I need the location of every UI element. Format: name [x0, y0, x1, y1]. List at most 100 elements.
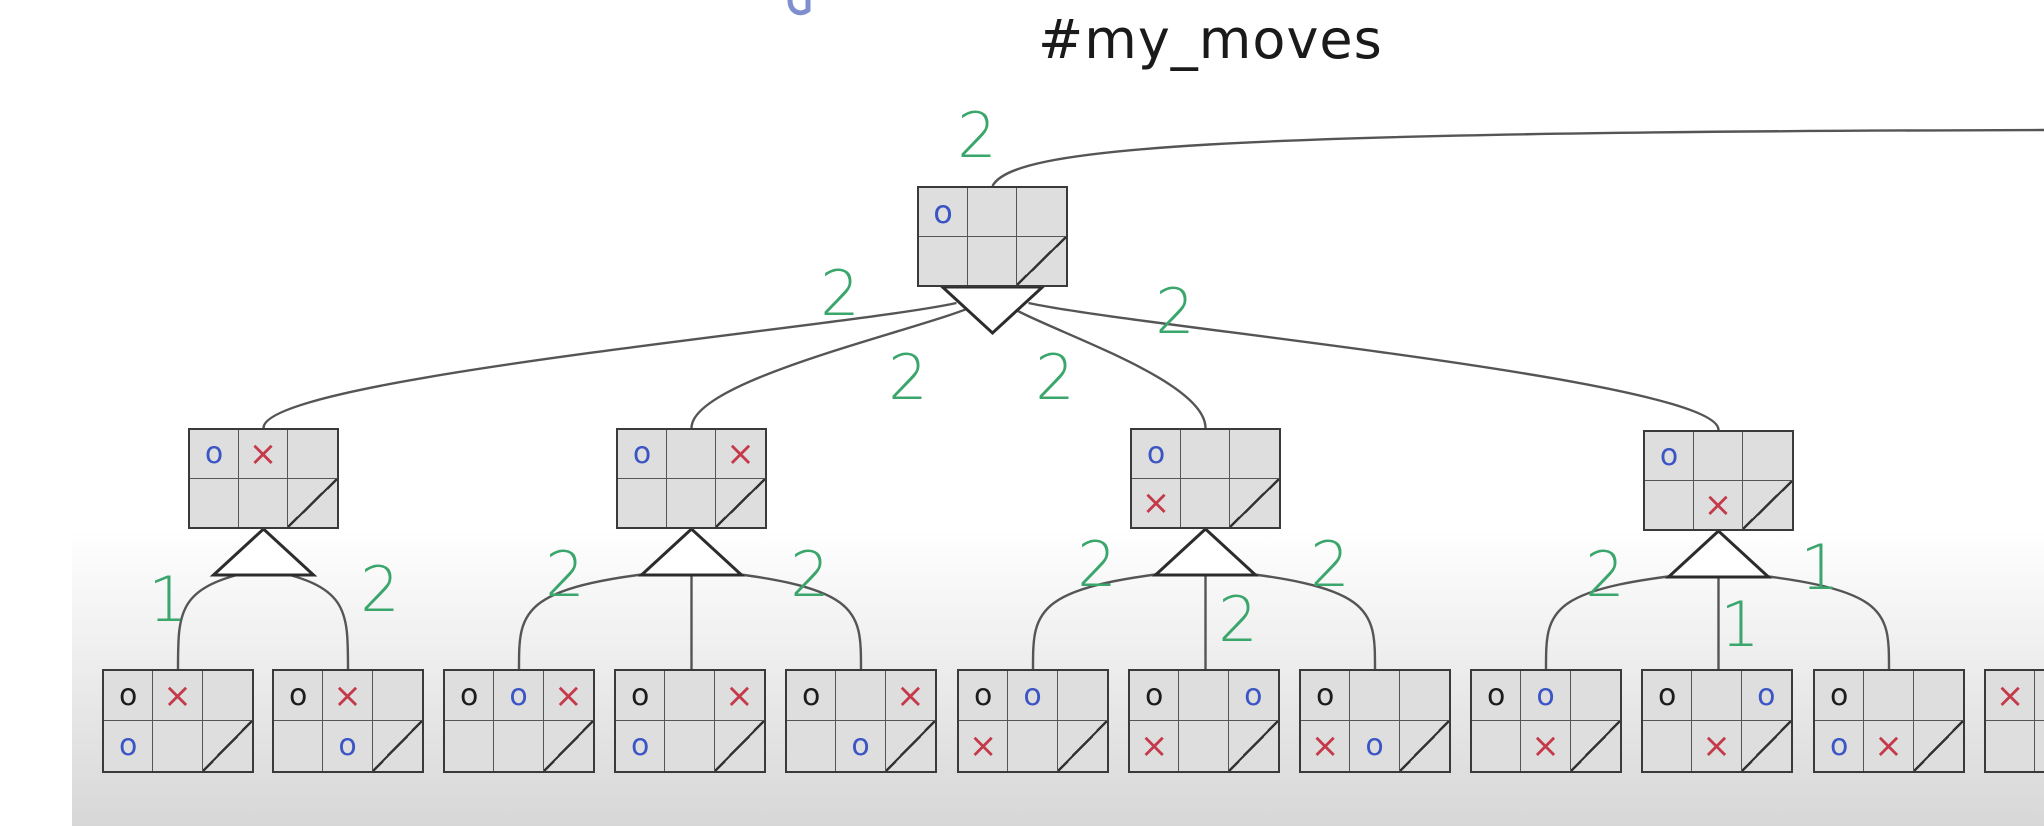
max-node-triangle — [637, 526, 746, 577]
board-cell: o — [959, 671, 1009, 721]
board-cell: o — [1472, 671, 1522, 721]
o-mark: o — [1757, 677, 1776, 713]
o-mark: o — [1657, 677, 1677, 713]
edge-level1-to-level2 — [1031, 567, 1206, 670]
edge-root-to-level1 — [262, 301, 957, 429]
board-cell: o — [1521, 671, 1571, 721]
board-cell: × — [543, 671, 593, 721]
board-cell — [1399, 671, 1449, 721]
board-cell — [1008, 721, 1058, 771]
board-cell: o — [1815, 671, 1865, 721]
board-cell — [836, 671, 886, 721]
board-cell — [274, 721, 324, 771]
x-mark: × — [968, 726, 998, 766]
board-cell: × — [1986, 671, 2036, 721]
board-cell — [1179, 671, 1229, 721]
o-mark: o — [630, 677, 650, 713]
edge-root-to-level1 — [690, 301, 982, 429]
board-cell: o — [1132, 430, 1181, 479]
root-board: o — [917, 186, 1068, 287]
edge-level1-to-level2 — [176, 567, 264, 670]
board-cell: o — [1008, 671, 1058, 721]
o-mark: o — [1486, 677, 1506, 713]
board-cell — [1179, 721, 1229, 771]
board-cell — [1057, 671, 1107, 721]
x-mark: × — [725, 675, 754, 716]
board-cell: o — [919, 188, 968, 237]
board-cell — [1913, 671, 1963, 721]
x-mark: × — [1531, 726, 1560, 766]
x-mark: × — [1310, 726, 1340, 766]
o-mark: o — [1365, 728, 1384, 763]
board-cell: × — [153, 671, 203, 721]
diagonal-cell — [1230, 478, 1279, 527]
o-mark: o — [118, 728, 138, 763]
board-cell: o — [836, 721, 886, 771]
x-mark: × — [1139, 726, 1169, 766]
board-cell — [968, 188, 1017, 237]
child-score: 1 — [148, 563, 188, 636]
o-mark: o — [973, 677, 993, 713]
o-mark: o — [338, 728, 357, 763]
diagonal-cell — [288, 478, 337, 527]
board-cell — [667, 478, 716, 527]
o-mark: o — [459, 677, 479, 713]
board-cell — [618, 478, 667, 527]
diagonal-cell — [714, 721, 764, 771]
o-mark: o — [851, 728, 870, 763]
board-cell: × — [716, 430, 765, 479]
o-mark: o — [1315, 677, 1335, 713]
min-node-triangle — [938, 285, 1047, 336]
board-cell: × — [714, 671, 764, 721]
diagonal-cell — [1913, 721, 1963, 771]
board-cell: o — [1350, 721, 1400, 771]
max-node-triangle — [209, 526, 318, 577]
max-node-triangle — [1151, 526, 1260, 577]
level2-board: o × o — [1299, 669, 1451, 773]
board-cell: × — [1132, 478, 1181, 527]
child-score: 2 — [790, 538, 830, 611]
board-cell — [1743, 432, 1792, 481]
board-cell: × — [1521, 721, 1571, 771]
diagonal-cell — [1399, 721, 1449, 771]
branch-score: 2 — [1035, 341, 1075, 414]
board-cell: o — [1643, 671, 1693, 721]
o-mark: o — [1659, 437, 1679, 473]
partial-glyph — [787, 0, 811, 16]
board-cell: o — [1645, 432, 1694, 481]
edge-root-to-level1 — [1028, 301, 1720, 431]
board-cell: × — [959, 721, 1009, 771]
o-mark: o — [632, 435, 652, 471]
board-cell — [190, 478, 239, 527]
board-cell: × — [1694, 480, 1743, 529]
x-mark: × — [163, 675, 192, 716]
o-mark: o — [1144, 677, 1164, 713]
o-mark: o — [801, 677, 821, 713]
child-score: 2 — [1585, 538, 1625, 611]
board-cell — [1181, 430, 1230, 479]
diagonal-cell — [885, 721, 935, 771]
board-cell: o — [618, 430, 667, 479]
board-cell — [1017, 188, 1066, 237]
root-score: 2 — [957, 99, 997, 172]
board-cell: × — [323, 671, 373, 721]
diagonal-cell — [1057, 721, 1107, 771]
edge-level1-to-level2 — [1718, 569, 1891, 670]
board-cell — [665, 721, 715, 771]
board-cell — [665, 671, 715, 721]
board-cell — [1350, 671, 1400, 721]
level2-board: o×o — [614, 669, 766, 773]
o-mark: o — [1829, 728, 1849, 763]
board-cell — [2035, 721, 2044, 771]
board-cell: o — [274, 671, 324, 721]
diagonal-cell — [1743, 480, 1792, 529]
diagonal-cell — [716, 478, 765, 527]
branch-score: 2 — [820, 257, 860, 330]
diagonal-cell — [1228, 721, 1278, 771]
board-cell: o — [787, 671, 837, 721]
